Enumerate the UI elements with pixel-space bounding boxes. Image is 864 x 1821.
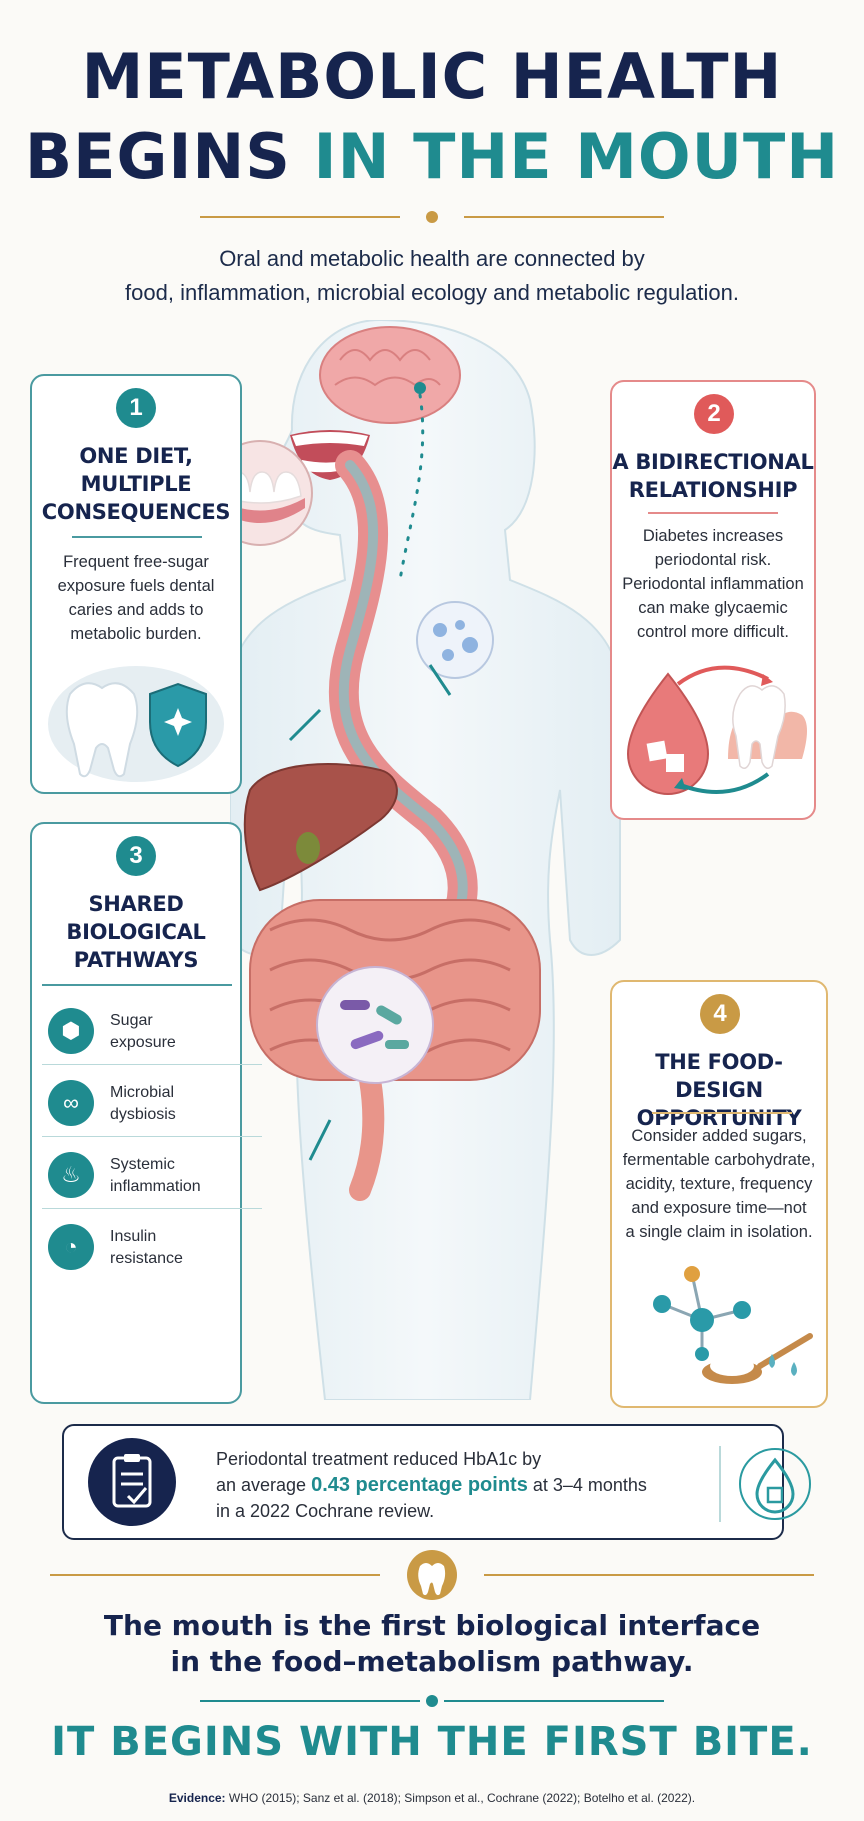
pathway-microbial-dysbiosis: ∞ Microbial dysbiosis (40, 1076, 262, 1132)
card-title-line: CONSEQUENCES (41, 500, 231, 524)
pathway-label: Microbial dysbiosis (110, 1082, 176, 1126)
pathway-label-line: exposure (110, 1034, 176, 1051)
card-text-line: metabolic burden. (70, 625, 202, 643)
pathway-label-line: dysbiosis (110, 1106, 176, 1123)
stat-highlight: 0.43 percentage points (311, 1474, 528, 1496)
card-title-line: PATHWAYS (73, 948, 199, 972)
card-text-line: acidity, texture, frequency (625, 1175, 813, 1193)
card-number-badge: 2 (694, 394, 734, 434)
page-title-line-2: BEGINS IN THE MOUTH (0, 120, 864, 194)
closing-divider (200, 1695, 664, 1707)
pathway-label-line: resistance (110, 1250, 183, 1267)
subtitle-line-2: food, inflammation, microbial ecology an… (125, 280, 739, 305)
pathway-label: Insulin resistance (110, 1226, 183, 1270)
gauge-icon: ◔ (48, 1224, 94, 1270)
stat-line-2-pre: an average (216, 1475, 312, 1495)
blood-drop-tooth-icon (626, 665, 807, 795)
card-text: Frequent free-sugar exposure fuels denta… (42, 550, 230, 646)
card-title: A BIDIRECTIONAL RELATIONSHIP (612, 448, 814, 504)
card-one-diet: 1 ONE DIET, MULTIPLE CONSEQUENCES Freque… (30, 374, 242, 794)
evidence-label: Evidence: (168, 1791, 226, 1805)
card-title-line: THE FOOD-DESIGN (655, 1050, 783, 1102)
title-teal-part: IN THE MOUTH (313, 120, 840, 193)
pathway-insulin-resistance: ◔ Insulin resistance (40, 1220, 262, 1276)
page-title-line-1: METABOLIC HEALTH (81, 40, 783, 113)
card-shared-pathways: 3 SHARED BIOLOGICAL PATHWAYS ⬢ Sugar expo… (30, 822, 262, 1404)
clipboard-icon (88, 1438, 176, 1526)
card-bidirectional: 2 A BIDIRECTIONAL RELATIONSHIP Diabetes … (610, 380, 816, 820)
card-text: Consider added sugars, fermentable carbo… (622, 1124, 816, 1244)
card-text-line: Consider added sugars, (631, 1127, 807, 1145)
hexagon-icon: ⬢ (48, 1008, 94, 1054)
card-text-line: exposure fuels dental (57, 577, 215, 595)
tooth-divider (50, 1550, 814, 1600)
card-text-line: can make glycaemic (638, 599, 788, 617)
stat-line-3: in a 2022 Cochrane review. (216, 1501, 435, 1521)
card-text-line: caries and adds to (68, 601, 204, 619)
pathway-label-line: inflammation (110, 1178, 201, 1195)
card-title-line: ONE DIET, (79, 444, 193, 468)
card-title-line: SHARED (88, 892, 184, 916)
card-title: SHARED BIOLOGICAL PATHWAYS (32, 890, 240, 974)
card-text-line: periodontal risk. (654, 551, 772, 569)
pathway-label-line: Insulin (110, 1228, 157, 1245)
brain (319, 326, 461, 424)
closing-statement: The mouth is the first biological interf… (0, 1608, 864, 1680)
molecule-spoon-icon (653, 1266, 813, 1384)
pathway-sugar-exposure: ⬢ Sugar exposure (40, 1004, 262, 1060)
card-text: Diabetes increases periodontal risk. Per… (622, 524, 804, 644)
tooth-shield-icon (48, 666, 224, 782)
card-text-line: control more difficult. (637, 623, 789, 641)
pathway-systemic-inflammation: ♨ Systemic inflammation (40, 1148, 262, 1204)
card-title-line: RELATIONSHIP (628, 478, 798, 502)
subtitle: Oral and metabolic health are connected … (80, 242, 784, 310)
title-dark-part: BEGINS (24, 120, 314, 193)
card-title-line: MULTIPLE (80, 472, 192, 496)
evidence-text: WHO (2015); Sanz et al. (2018); Simpson … (225, 1791, 696, 1805)
stat-line-2: an average 0.43 percentage points at 3–4… (216, 1472, 676, 1498)
card-title-line: BIOLOGICAL (66, 920, 206, 944)
subtitle-line-1: Oral and metabolic health are connected … (219, 246, 645, 271)
evidence-footnote: Evidence: WHO (2015); Sanz et al. (2018)… (0, 1790, 864, 1806)
pathway-label-line: Systemic (110, 1156, 175, 1173)
stat-text: Periodontal treatment reduced HbA1c by a… (216, 1446, 676, 1524)
stat-callout: Periodontal treatment reduced HbA1c by a… (62, 1424, 811, 1540)
brain-node (414, 382, 426, 394)
microbiome-bubble (316, 966, 434, 1084)
liver (243, 763, 398, 892)
anatomy-illustration (230, 320, 621, 1400)
cell-cluster (416, 601, 494, 679)
card-food-design: 4 THE FOOD-DESIGN OPPORTUNITY Consider a… (610, 980, 828, 1408)
pathway-label-line: Sugar (110, 1012, 153, 1029)
pathway-label: Sugar exposure (110, 1010, 176, 1054)
stat-line-2-post: at 3–4 months (527, 1475, 647, 1495)
card-number-badge: 3 (116, 836, 156, 876)
tagline: IT BEGINS WITH THE FIRST BITE. (51, 1719, 813, 1765)
pathway-label-line: Microbial (110, 1084, 175, 1101)
card-text-line: Periodontal inflammation (622, 575, 804, 593)
closing-line-1: The mouth is the first biological interf… (103, 1609, 761, 1642)
pathway-label: Systemic inflammation (110, 1154, 201, 1198)
card-number-badge: 4 (700, 994, 740, 1034)
body-silhouette (230, 320, 621, 1400)
bacteria-icon: ∞ (48, 1080, 94, 1126)
card-title-line: A BIDIRECTIONAL (612, 450, 814, 474)
card-title: ONE DIET, MULTIPLE CONSEQUENCES (32, 442, 240, 526)
gallbladder (296, 832, 320, 864)
card-text-line: and exposure time—not (631, 1199, 807, 1217)
card-title: THE FOOD-DESIGN OPPORTUNITY (612, 1048, 826, 1132)
card-title-line: OPPORTUNITY (636, 1106, 802, 1130)
card-text-line: Diabetes increases (642, 527, 784, 545)
drop-cube-icon (739, 1448, 811, 1520)
title-divider (200, 210, 664, 224)
stat-line-1: Periodontal treatment reduced HbA1c by (216, 1449, 542, 1469)
closing-line-2: in the food–metabolism pathway. (170, 1645, 694, 1678)
card-text-line: Frequent free-sugar (63, 553, 209, 571)
card-text-line: a single claim in isolation. (625, 1223, 813, 1241)
card-text-line: fermentable carbohydrate, (622, 1151, 816, 1169)
flame-icon: ♨ (48, 1152, 94, 1198)
card-number-badge: 1 (116, 388, 156, 428)
